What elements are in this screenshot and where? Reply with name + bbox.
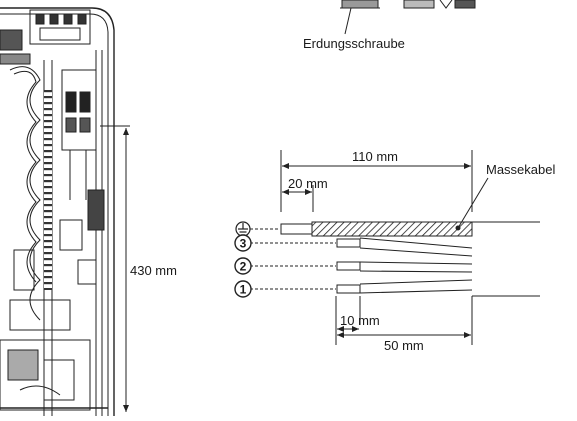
core-sheath-length-label: 50 mm bbox=[384, 338, 424, 353]
unit-height-label: 430 mm bbox=[130, 263, 177, 278]
terminal-1-marker bbox=[234, 280, 252, 298]
terminal-3-marker bbox=[234, 234, 252, 252]
cable-total-strip-label: 110 mm bbox=[352, 149, 398, 164]
terminal-ground-symbol bbox=[235, 221, 251, 237]
ground-cable-label: Massekabel bbox=[486, 162, 555, 177]
core-end-strip-label: 10 mm bbox=[340, 313, 380, 328]
ground-screw-drawing bbox=[340, 0, 476, 35]
ground-wire-strip-label: 20 mm bbox=[288, 176, 328, 191]
unit-internal-drawing bbox=[0, 7, 115, 416]
unit-height-dimension bbox=[100, 125, 130, 412]
terminal-3-label: 3 bbox=[240, 237, 247, 251]
terminal-2-label: 2 bbox=[240, 260, 247, 274]
terminal-1-label: 1 bbox=[240, 283, 247, 297]
cable-strip-drawing bbox=[250, 150, 540, 345]
ground-screw-label: Erdungsschraube bbox=[303, 36, 405, 51]
terminal-2-marker bbox=[234, 257, 252, 275]
